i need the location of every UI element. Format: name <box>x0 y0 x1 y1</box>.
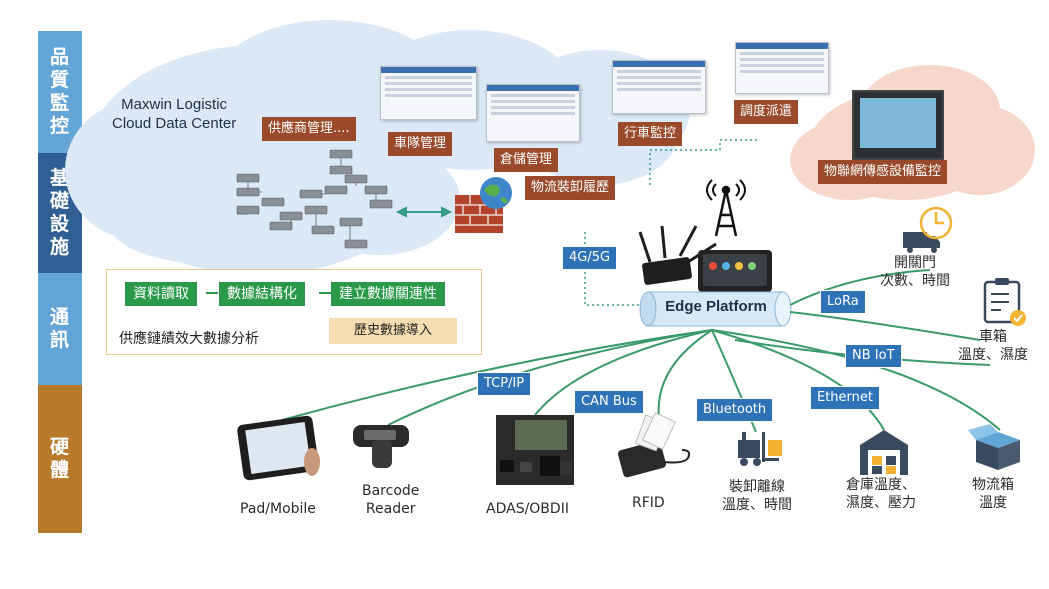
device-logistics-box: 物流箱 溫度 <box>972 477 1014 511</box>
tag-nb-iot: NB IoT <box>845 344 902 368</box>
cloud-firewall-arrow <box>395 206 453 218</box>
screenshot-dispatch <box>735 42 829 94</box>
module-warehouse-management: 倉儲管理 <box>494 148 559 172</box>
device-loading-sensor: 裝卸離線 溫度、時間 <box>722 479 792 513</box>
module-fleet-management: 車隊管理 <box>388 132 453 156</box>
globe-icon <box>480 177 512 209</box>
module-dispatch: 調度派遣 <box>734 100 799 124</box>
device-pad-mobile: Pad/Mobile <box>240 501 316 517</box>
dotted-connectors <box>584 139 760 306</box>
barcode-reader-icon <box>353 425 409 468</box>
router-icon <box>638 225 717 285</box>
truck-icon <box>903 232 940 253</box>
tag-ethernet: Ethernet <box>810 386 880 410</box>
forklift-icon <box>738 432 782 466</box>
tag-4g-5g: 4G/5G <box>562 246 618 270</box>
tag-bluetooth: Bluetooth <box>696 398 774 422</box>
module-iot-monitoring: 物聯網傳感設備監控 <box>818 160 948 184</box>
checklist-icon <box>983 278 1026 326</box>
warehouse-icon <box>860 430 908 475</box>
server-links <box>237 158 377 240</box>
sidebar-segment-hardware: 硬體 <box>38 385 82 533</box>
step-data-structuring: 數據結構化 <box>219 282 305 306</box>
tag-tcp-ip: TCP/IP <box>477 372 532 396</box>
device-connectors <box>281 329 1001 433</box>
arrow-icon <box>319 292 331 294</box>
logistics-box-icon <box>968 424 1020 470</box>
device-adas-obd: ADAS/OBDII <box>486 501 569 517</box>
iot-monitor-photo <box>852 90 944 160</box>
antenna-tower-icon <box>706 179 746 237</box>
module-driving-monitoring: 行車監控 <box>618 122 683 146</box>
analysis-caption: 供應鏈績效大數據分析 <box>119 331 259 347</box>
server-rack-icons <box>236 149 393 249</box>
step-data-correlation: 建立數據關連性 <box>331 282 445 306</box>
import-box: 歷史數據導入 <box>329 318 457 344</box>
cloud-title: Maxwin Logistic Cloud Data Center <box>112 96 237 132</box>
truck-sensor-label: 車箱 溫度、濕度 <box>958 329 1028 363</box>
screenshot-driving <box>612 60 706 114</box>
arrow-icon <box>206 292 218 294</box>
sidebar-segment-communication: 通訊 <box>38 273 82 385</box>
device-rfid: RFID <box>632 495 665 511</box>
edge-device-icon <box>698 250 772 292</box>
door-sensor-label: 開關門 次數、時間 <box>880 255 950 289</box>
cloud-shape <box>65 20 690 275</box>
device-warehouse-sensor: 倉庫溫度、 濕度、壓力 <box>846 477 916 511</box>
module-supplier-management: 供應商管理.... <box>262 117 356 141</box>
adas-obd-icon <box>496 415 574 485</box>
clock-icon <box>919 206 953 240</box>
sidebar-segment-quality: 品質監控 <box>38 31 82 153</box>
edge-platform-label: Edge Platform <box>665 298 767 315</box>
module-loading-history: 物流裝卸履歷 <box>525 176 616 200</box>
screenshot-fleet <box>380 66 477 120</box>
screenshot-warehouse <box>486 84 580 142</box>
analysis-panel: 資料讀取 數據結構化 建立數據關連性 歷史數據導入 供應鏈績效大數據分析 <box>106 269 482 355</box>
rfid-reader-icon <box>618 412 691 478</box>
device-barcode-reader: Barcode Reader <box>362 483 420 517</box>
edge-platform-cylinder <box>639 291 792 327</box>
tag-lora: LoRa <box>820 290 866 314</box>
tablet-icon <box>237 415 320 481</box>
tag-can-bus: CAN Bus <box>574 390 644 414</box>
step-data-read: 資料讀取 <box>125 282 197 306</box>
